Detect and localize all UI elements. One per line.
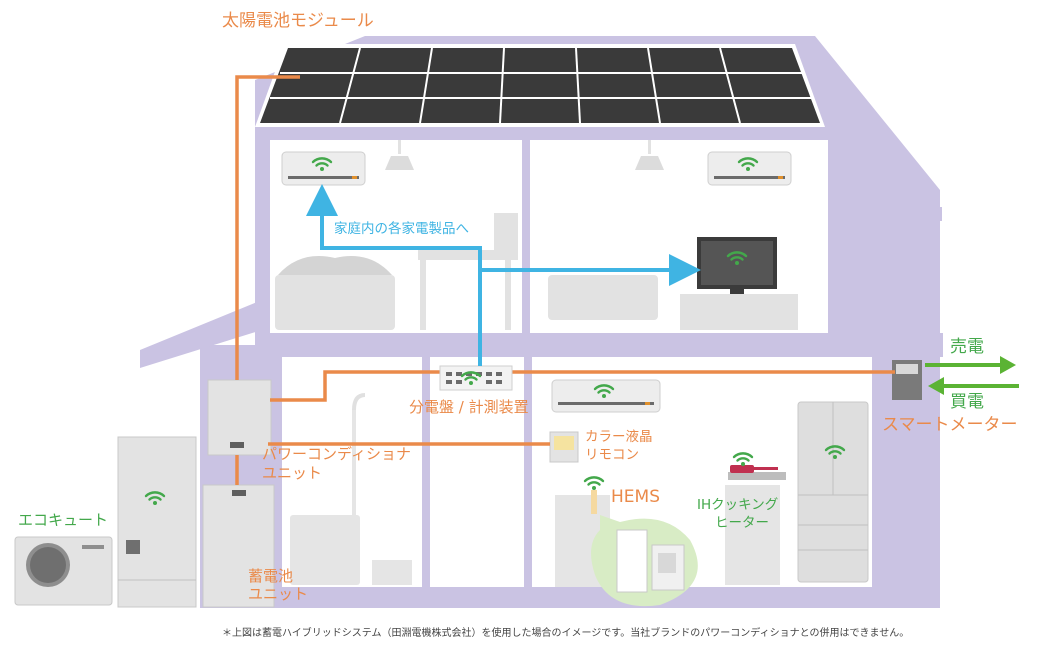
eco-cute-label: エコキュート (18, 511, 109, 529)
lower-roof (140, 300, 262, 368)
buy-power-label: 買電 (950, 392, 984, 412)
power-conditioner-unit (207, 379, 272, 456)
ih-heater-icon (728, 452, 786, 480)
ih-heater-label-1: IHクッキング (697, 497, 779, 513)
power-lines (235, 75, 895, 485)
sell-power-label: 売電 (950, 337, 984, 357)
color-remote-icon (549, 431, 579, 463)
balcony (832, 207, 942, 221)
color-remote-label-1: カラー液晶 (585, 429, 653, 445)
eco-cute-icon (14, 436, 197, 608)
color-remote-label-2: リモコン (585, 447, 639, 463)
distribution-board-label: 分電盤 / 計測装置 (409, 398, 529, 416)
power-conditioner-label-1: パワーコンディショナ (262, 445, 411, 463)
air-conditioner-icon (551, 379, 661, 413)
ih-heater-label-2: ヒーター (715, 515, 769, 531)
air-conditioner-icon (707, 151, 792, 186)
grid-arrows (925, 356, 1019, 395)
smart-meter-icon (892, 360, 922, 400)
power-conditioner-label-2: ユニット (262, 464, 323, 482)
hems-label: HEMS (611, 487, 660, 507)
battery-label-2: ユニット (248, 585, 309, 603)
refrigerator-icon (797, 401, 869, 583)
upper-furniture (275, 140, 798, 330)
tv-icon (697, 237, 777, 294)
to-appliances-label: 家庭内の各家電製品へ (334, 221, 469, 237)
solar-module-label: 太陽電池モジュール (222, 11, 374, 31)
footnote: ＊上図は蓄電ハイブリッドシステム（田淵電機株式会社）を使用した場合のイメージです… (222, 628, 910, 639)
air-conditioner-icon (281, 151, 366, 186)
solar-panel-icon (255, 44, 825, 127)
battery-label-1: 蓄電池 (248, 567, 294, 585)
smart-meter-label: スマートメーター (882, 415, 1018, 435)
lower-room-mid (430, 357, 524, 587)
battery-unit (202, 484, 275, 608)
info-lines (306, 184, 701, 366)
distribution-board (439, 365, 513, 391)
hems-device (583, 476, 698, 607)
